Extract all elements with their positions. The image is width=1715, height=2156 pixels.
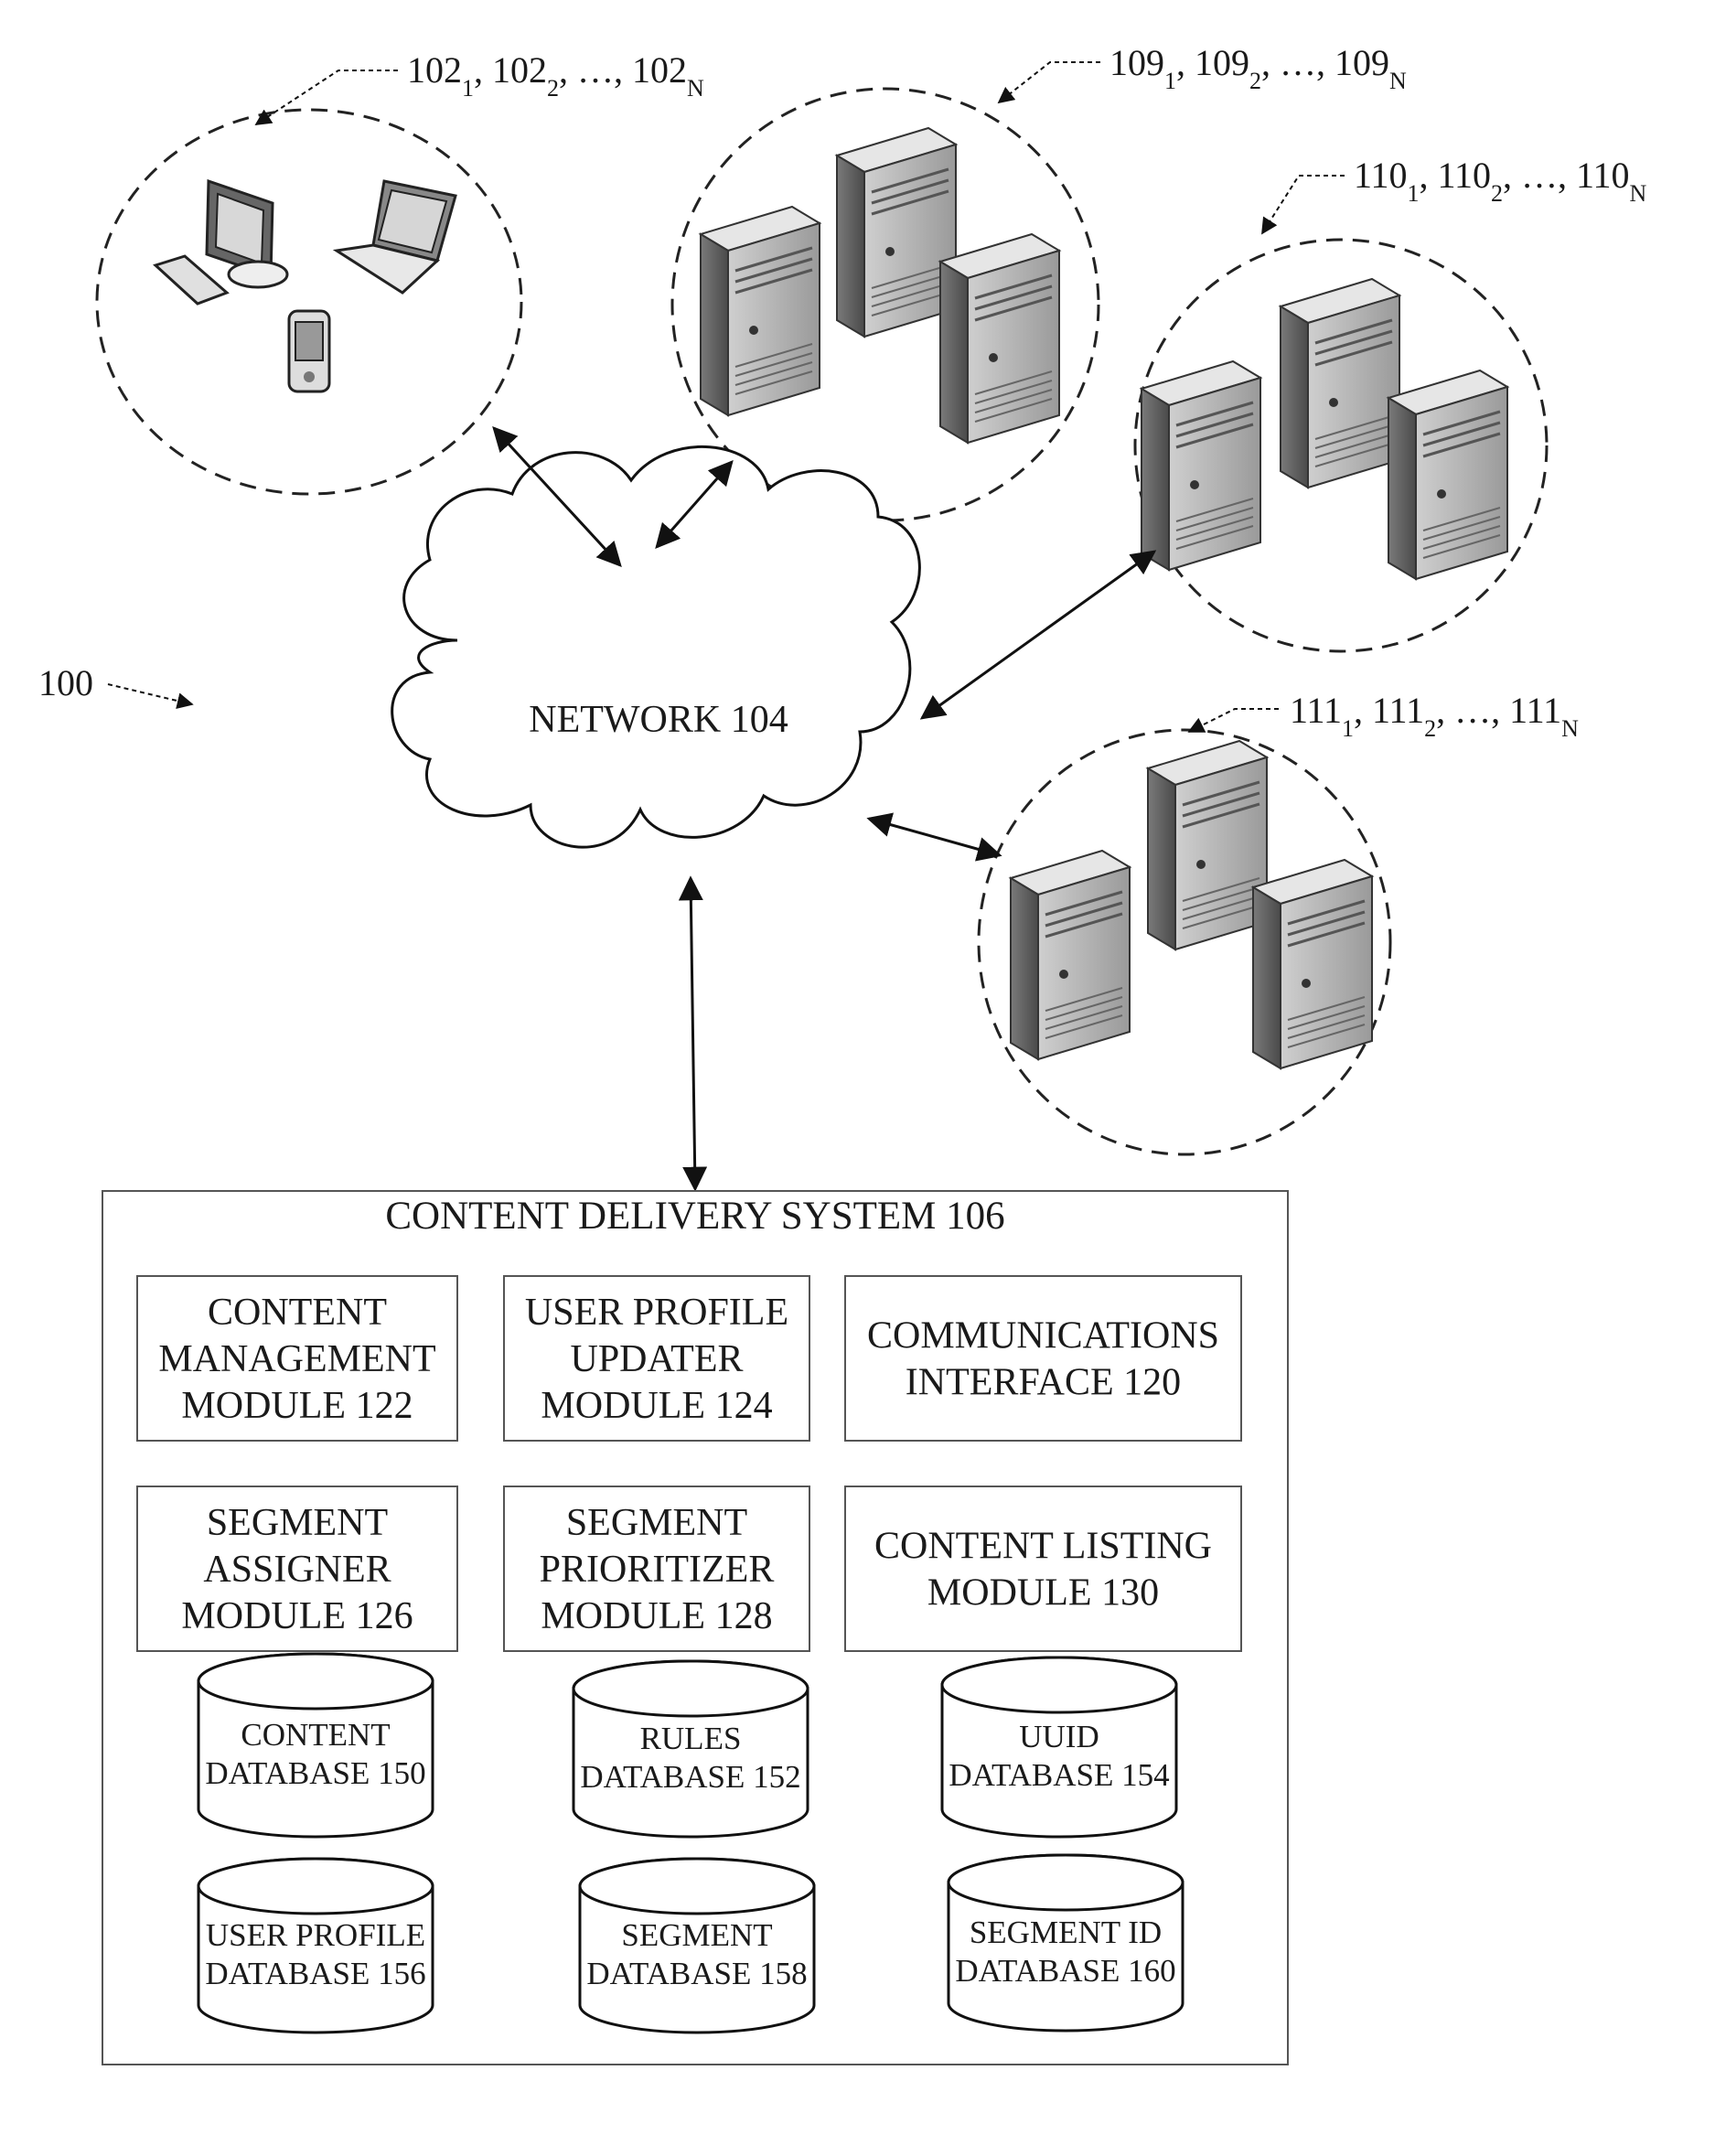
server-110-network-connector	[922, 552, 1154, 718]
content-management-module-label-line: CONTENT	[208, 1292, 387, 1334]
server-icon	[940, 234, 1059, 443]
server-icon	[837, 128, 956, 337]
content-delivery-system-title: CONTENT DELIVERY SYSTEM 106	[385, 1195, 1004, 1238]
network-cloud-shape	[392, 446, 920, 847]
content-database-top	[198, 1654, 433, 1709]
segment-id-database: SEGMENT IDDATABASE 160	[949, 1855, 1183, 2031]
segment-prioritizer-module: SEGMENT PRIORITIZERMODULE 128	[504, 1486, 809, 1651]
figure-ref-label: 100	[38, 662, 93, 703]
client-devices-boundary	[97, 110, 521, 494]
user-profile-updater-module-label-line: MODULE 124	[541, 1385, 772, 1427]
laptop-icon	[337, 181, 456, 293]
mobile-phone-icon	[289, 311, 329, 392]
uuid-database: UUIDDATABASE 154	[942, 1657, 1176, 1837]
rules-database: RULESDATABASE 152	[573, 1661, 808, 1837]
content-database-label-line: CONTENT	[241, 1717, 390, 1753]
user-profile-database-label-line: DATABASE 156	[205, 1956, 425, 1991]
segment-id-database-top	[949, 1855, 1183, 1910]
network-label: NETWORK 104	[529, 699, 788, 741]
figure-ref-100: 100	[38, 662, 192, 704]
server-group-111-ref-label: 1111, 1112, …, 111N	[1290, 690, 1579, 742]
content-management-module-label-line: MANAGEMENT	[158, 1338, 435, 1380]
segment-prioritizer-module-label-line: MODULE 128	[541, 1595, 772, 1637]
content-delivery-system: CONTENT DELIVERY SYSTEM 106 CONTENTMANAG…	[102, 1191, 1288, 2065]
content-listing-module-box	[845, 1486, 1241, 1651]
user-profile-updater-module-label-line: USER PROFILE	[525, 1292, 788, 1334]
server-icon	[1148, 741, 1267, 949]
segment-prioritizer-module-label-line: SEGMENT	[566, 1502, 747, 1544]
server-group-110-ref-label: 1101, 1102, …, 110N	[1354, 155, 1647, 207]
server-icon	[1253, 860, 1372, 1068]
communications-interface: COMMUNICATIONS INTERFACE 120	[845, 1276, 1241, 1441]
user-profile-database: USER PROFILEDATABASE 156	[198, 1859, 433, 2033]
client-devices-group: 1021, 1022, …, 102N	[97, 49, 704, 494]
segment-assigner-module-label-line: ASSIGNER	[203, 1549, 391, 1591]
segment-assigner-module-label-line: SEGMENT	[207, 1502, 388, 1544]
content-database: CONTENTDATABASE 150	[198, 1654, 433, 1837]
rules-database-label-line: RULES	[640, 1721, 742, 1756]
content-listing-module-label-line: MODULE 130	[927, 1572, 1159, 1614]
content-listing-module-label-line: CONTENT LISTING	[874, 1526, 1212, 1568]
segment-assigner-module: SEGMENT ASSIGNERMODULE 126	[137, 1486, 457, 1651]
segment-prioritizer-module-label-line: PRIORITIZER	[540, 1549, 775, 1591]
segment-database-label-line: SEGMENT	[621, 1917, 772, 1953]
segment-id-database-label-line: DATABASE 160	[955, 1953, 1175, 1989]
figure-ref-leader	[108, 684, 192, 704]
user-profile-database-top	[198, 1859, 433, 1914]
communications-interface-label-line: INTERFACE 120	[906, 1362, 1181, 1404]
segment-database-label-line: DATABASE 158	[586, 1956, 807, 1991]
segment-database: SEGMENTDATABASE 158	[580, 1859, 814, 2033]
content-management-module: CONTENTMANAGEMENT MODULE 122	[137, 1276, 457, 1441]
user-profile-database-label-line: USER PROFILE	[206, 1917, 425, 1953]
rules-database-top	[573, 1661, 808, 1716]
server-icon	[1281, 279, 1399, 488]
server-icon	[701, 207, 820, 415]
segment-database-top	[580, 1859, 814, 1914]
client-devices-ref-label: 1021, 1022, …, 102N	[407, 49, 704, 102]
server-group-109-ref-label: 1091, 1092, …, 109N	[1109, 42, 1407, 94]
server-group-111: 1111, 1112, …, 111N	[979, 690, 1579, 1154]
server-icon	[1142, 361, 1260, 570]
user-profile-updater-module: USER PROFILEUPDATER MODULE 124	[504, 1276, 809, 1441]
communications-interface-label-line: COMMUNICATIONS	[867, 1315, 1219, 1357]
client-devices-leader	[256, 70, 398, 124]
server-111-network-connector	[869, 819, 1000, 855]
server-icon	[1011, 851, 1130, 1059]
uuid-database-label-line: DATABASE 154	[949, 1757, 1169, 1793]
server-group-109-leader	[999, 62, 1100, 102]
rules-database-label-line: DATABASE 152	[580, 1759, 800, 1795]
communications-interface-box	[845, 1276, 1241, 1441]
network-cloud: NETWORK 104	[392, 446, 920, 847]
uuid-database-top	[942, 1657, 1176, 1712]
segment-assigner-module-label-line: MODULE 126	[181, 1595, 413, 1637]
server-group-110-leader	[1262, 176, 1345, 233]
content-database-label-line: DATABASE 150	[205, 1755, 425, 1791]
user-profile-updater-module-label-line: UPDATER	[570, 1338, 743, 1380]
content-management-module-label-line: MODULE 122	[181, 1385, 413, 1427]
server-icon	[1388, 370, 1507, 579]
server-group-110: 1101, 1102, …, 110N	[1135, 155, 1647, 651]
uuid-database-label-line: UUID	[1019, 1719, 1099, 1754]
content-listing-module: CONTENT LISTINGMODULE 130	[845, 1486, 1241, 1651]
segment-id-database-label-line: SEGMENT ID	[970, 1915, 1162, 1950]
system-network-connector	[691, 878, 695, 1189]
server-group-111-leader	[1189, 709, 1279, 732]
desktop-computer-icon	[155, 181, 287, 304]
